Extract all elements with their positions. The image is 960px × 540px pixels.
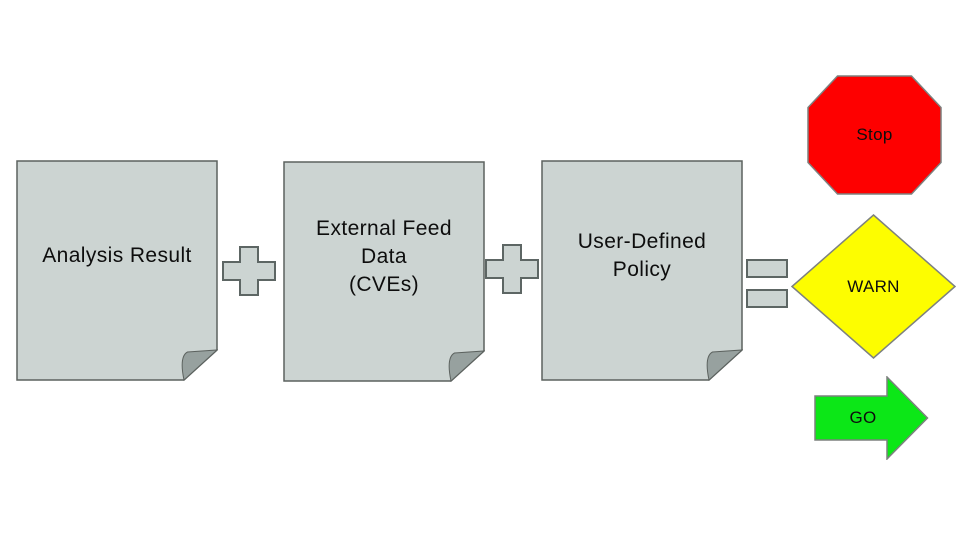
arrow-right-icon xyxy=(814,376,929,460)
go-arrow xyxy=(814,376,929,460)
go-label: GO xyxy=(849,407,877,427)
equals-icon xyxy=(746,259,789,309)
stop-octagon xyxy=(807,75,942,195)
document-external-feed-data xyxy=(283,161,485,382)
warn-diamond xyxy=(791,214,956,359)
octagon-icon xyxy=(807,75,942,195)
folded-document-icon xyxy=(541,160,743,381)
document-user-defined-policy xyxy=(541,160,743,381)
plus-icon xyxy=(485,244,539,294)
diamond-icon xyxy=(791,214,956,359)
warn-label: WARN xyxy=(847,276,900,296)
document-label-analysis-result: Analysis Result xyxy=(42,243,192,267)
document-analysis-result xyxy=(16,160,218,381)
folded-document-icon xyxy=(283,161,485,382)
document-label-external-feed-data: External Feed Data (CVEs) xyxy=(316,216,452,296)
folded-document-icon xyxy=(16,160,218,381)
stop-label: Stop xyxy=(856,125,893,144)
plus-icon xyxy=(222,246,276,296)
document-label-user-defined-policy: User-Defined Policy xyxy=(577,229,707,281)
